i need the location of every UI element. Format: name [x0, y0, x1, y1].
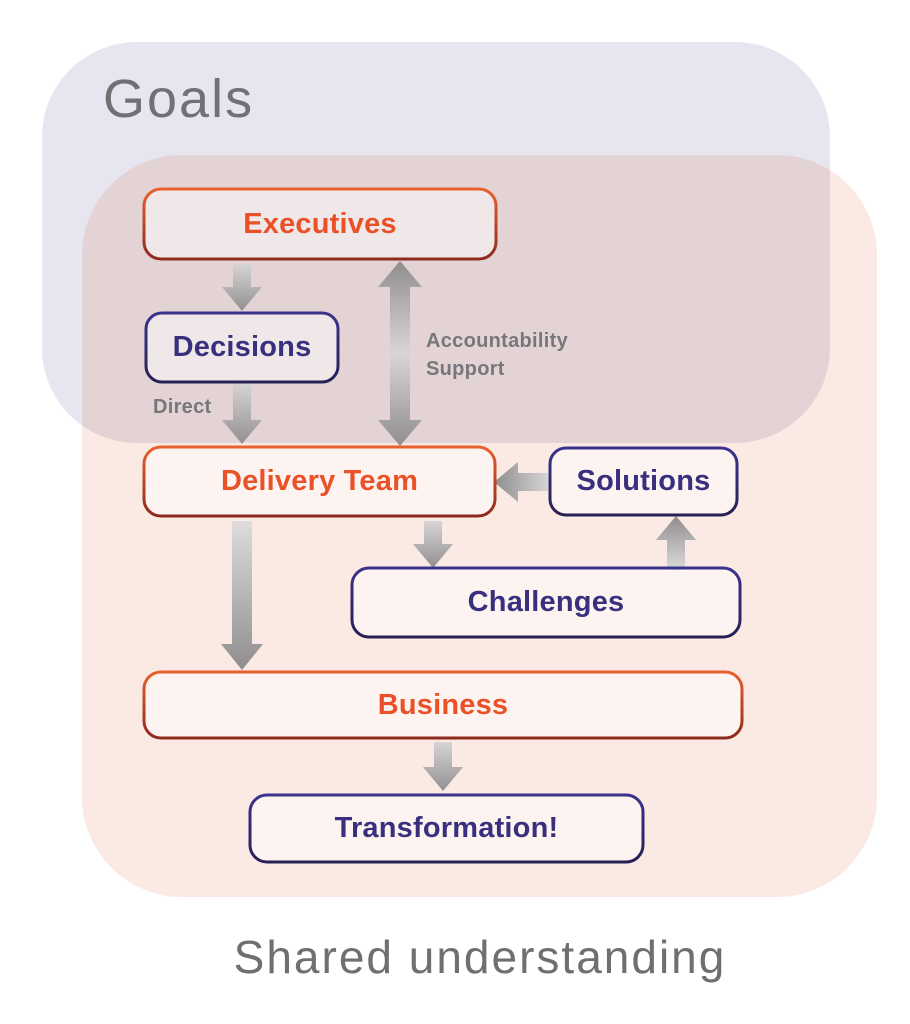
transformation-box	[248, 793, 645, 864]
challenges-label: Challenges	[467, 586, 625, 618]
executives-box	[142, 187, 498, 261]
arrow-challenges-to-solutions	[656, 516, 696, 570]
business-box	[142, 670, 744, 740]
arrow-solutions-to-delivery-team	[494, 462, 548, 502]
goals-region-title: Goals	[103, 69, 255, 129]
delivery-team-box	[142, 445, 497, 518]
shared-understanding-title: Shared understanding	[233, 931, 727, 983]
solutions-box	[548, 446, 739, 517]
support-line: Support	[426, 358, 505, 380]
shared-understanding-region	[82, 155, 877, 897]
arrow-business-to-transformation	[423, 742, 463, 791]
accountability-support-edge-label: Accountability Support	[426, 327, 568, 383]
direct-edge-label: Direct	[153, 396, 212, 418]
delivery-team-label: Delivery Team	[220, 465, 419, 497]
accountability-line: Accountability	[426, 330, 568, 352]
arrow-executives-to-decisions	[222, 264, 262, 311]
arrow-delivery-team-to-business	[221, 521, 263, 670]
business-label: Business	[377, 688, 509, 721]
arrow-decisions-to-delivery-team	[222, 383, 262, 444]
arrow-executives-delivery-team-double	[378, 261, 422, 446]
decisions-box	[144, 311, 340, 384]
solutions-label: Solutions	[576, 465, 711, 497]
decisions-label: Decisions	[172, 331, 312, 363]
transformation-label: Transformation!	[334, 812, 559, 844]
executives-label: Executives	[243, 207, 397, 240]
challenges-box	[350, 566, 742, 639]
arrow-delivery-team-to-challenges	[413, 521, 453, 568]
